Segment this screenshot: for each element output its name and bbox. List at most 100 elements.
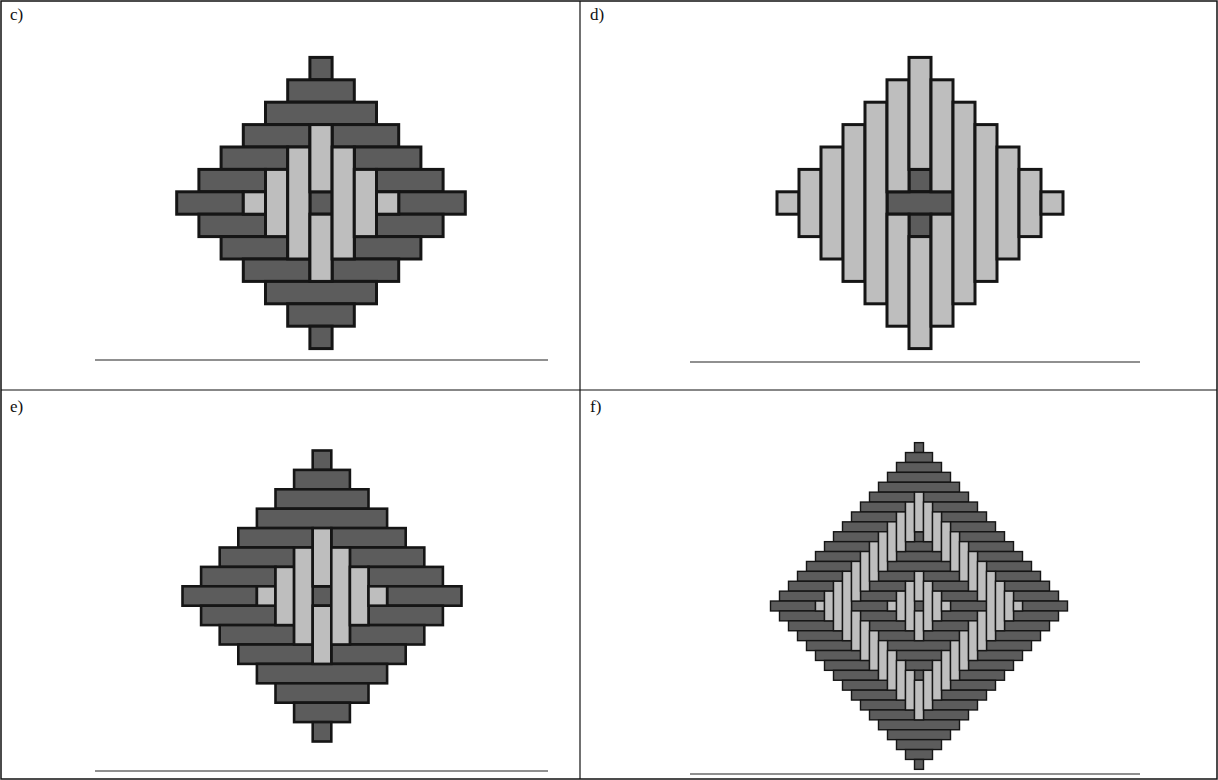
pattern-bar — [1023, 601, 1068, 611]
pattern-bar — [807, 641, 852, 651]
pattern-bar — [870, 621, 906, 631]
pattern-bar — [879, 631, 915, 641]
pattern-bar — [915, 759, 924, 769]
pattern-bar — [1014, 591, 1059, 601]
diamond-patterns — [177, 57, 1068, 769]
pattern-bar — [942, 651, 951, 691]
pattern-bar — [897, 552, 942, 562]
pattern-bar — [942, 512, 987, 522]
pattern-bar — [288, 304, 355, 326]
pattern-bar — [870, 710, 915, 720]
pattern-bar — [861, 591, 897, 601]
pattern-bar — [931, 214, 953, 326]
pattern-bar — [834, 581, 843, 631]
pattern-bar — [951, 532, 960, 572]
pattern-bar — [201, 567, 275, 586]
pattern-bar — [294, 548, 313, 645]
pattern-bar — [331, 528, 405, 547]
pattern-bar — [331, 548, 350, 645]
pattern-bar — [887, 192, 953, 214]
row-divider — [1, 389, 1217, 390]
pattern-bar — [387, 586, 461, 605]
pattern-bar — [978, 651, 1023, 661]
pattern-bar — [399, 192, 466, 214]
pattern-bar — [276, 567, 295, 625]
pattern-bar — [777, 192, 799, 214]
pattern-bar — [852, 690, 897, 700]
pattern-bar — [865, 102, 887, 304]
pattern-bar — [816, 651, 861, 661]
pattern-bar — [221, 147, 288, 169]
pattern-bar — [915, 532, 924, 542]
pattern-bar — [978, 552, 1023, 562]
pattern-bar — [888, 601, 897, 611]
answer-line — [95, 770, 548, 771]
pattern-bar — [909, 214, 931, 236]
pattern-bar — [942, 601, 951, 611]
pattern-bar — [887, 214, 909, 326]
pattern-bar — [221, 237, 288, 259]
pattern-bar — [852, 561, 861, 601]
panel-label: f) — [590, 398, 601, 415]
pattern-bar — [183, 586, 257, 605]
pattern-bar — [825, 542, 870, 552]
pattern-bar — [821, 147, 843, 259]
pattern-bar — [997, 147, 1019, 259]
pattern-bar — [879, 532, 888, 572]
pattern-bar — [238, 645, 312, 664]
pattern-bar — [906, 581, 915, 631]
pattern-bar — [909, 57, 931, 169]
pattern-bar — [266, 102, 377, 124]
pattern-bar — [897, 512, 906, 552]
pattern-bar — [996, 571, 1041, 581]
pattern-bar — [852, 601, 888, 611]
pattern-bar — [294, 703, 350, 722]
pattern-bar — [942, 522, 951, 562]
pattern-bar — [861, 621, 870, 661]
panel-label: e) — [10, 398, 23, 415]
pattern-bar — [266, 169, 288, 236]
pattern-bar — [906, 542, 933, 552]
panel-label: c) — [10, 6, 23, 23]
pattern-bar — [861, 700, 906, 710]
pattern-bar — [879, 720, 960, 730]
pattern-bar — [906, 670, 915, 710]
pattern-bar — [843, 680, 888, 690]
pattern-bar — [887, 80, 909, 192]
pattern-bar — [987, 641, 1032, 651]
pattern-bar — [933, 700, 978, 710]
pattern-bar — [257, 586, 276, 605]
pattern-bar — [909, 169, 931, 191]
pattern-bar — [906, 750, 933, 760]
pattern-bar — [951, 601, 987, 611]
pattern-bar — [931, 80, 953, 192]
answer-line — [95, 359, 548, 360]
pattern-bar — [861, 611, 897, 621]
pattern-bar — [888, 651, 897, 691]
pattern-bar — [313, 528, 332, 586]
pattern-bar — [897, 660, 906, 700]
pattern-bar — [266, 281, 377, 303]
pattern-bar — [288, 147, 310, 259]
pattern-bar — [331, 645, 405, 664]
pattern-bar — [201, 606, 275, 625]
pattern-bar — [377, 214, 444, 236]
pattern-bar — [313, 606, 332, 664]
pattern-bar — [951, 522, 996, 532]
pattern-bar — [888, 730, 951, 740]
pattern-bar — [220, 625, 294, 644]
pattern-bar — [942, 611, 978, 621]
pattern-bar — [906, 502, 915, 542]
panel-label: d) — [590, 6, 604, 23]
pattern-bar — [915, 611, 924, 641]
pattern-bar — [310, 192, 332, 214]
answer-line — [690, 773, 1140, 774]
pattern-bar — [243, 125, 310, 147]
pattern-bar — [915, 670, 924, 680]
answer-line — [690, 361, 1140, 362]
pattern-bar — [924, 670, 933, 710]
pattern-bar — [879, 482, 960, 492]
pattern-bar — [369, 606, 443, 625]
pattern-bar — [313, 722, 332, 741]
pattern-bar — [257, 509, 387, 528]
